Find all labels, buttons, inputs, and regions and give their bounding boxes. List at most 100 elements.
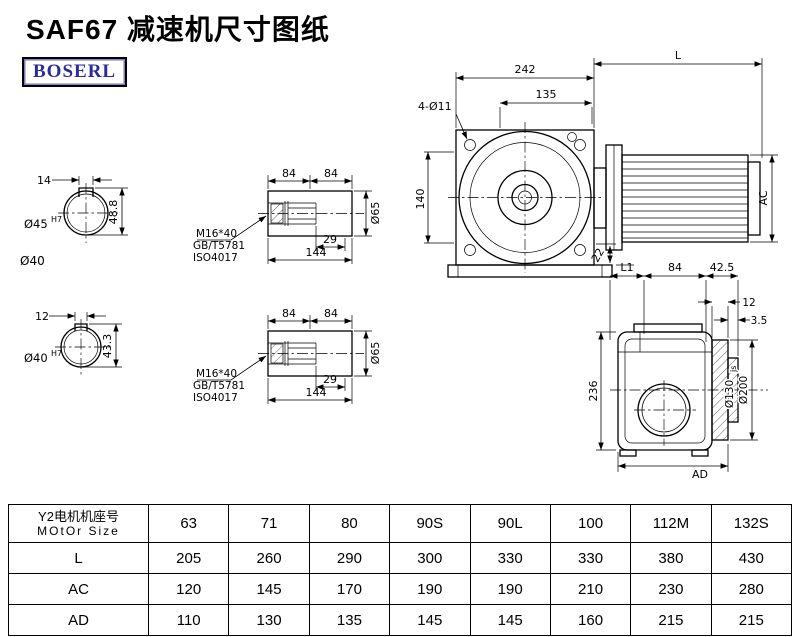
bolt-hole — [574, 244, 586, 256]
table-cell: 380 — [630, 542, 712, 574]
dim-29: 29 — [315, 226, 346, 251]
dim-text: Ø65 — [369, 342, 382, 365]
bolt-spec: M16*40 GB/T5781 ISO4017 — [193, 355, 267, 404]
coupling-housing — [593, 167, 607, 229]
flange-circle — [458, 130, 592, 265]
bolt-hole — [574, 139, 586, 151]
table-cell: 120 — [147, 573, 230, 605]
bolt-hole — [464, 139, 476, 151]
table-cell: 300 — [389, 542, 471, 574]
table-cell: 100 — [549, 504, 632, 543]
table-cell: 71 — [228, 504, 310, 543]
bolt-holes-label: 4-Ø11 — [418, 100, 452, 113]
motor-size-label-cn: Y2电机机座号 — [38, 508, 119, 524]
dim-236: 236 — [587, 331, 616, 451]
label-bolt-holes: 4-Ø11 — [418, 100, 468, 140]
dim-text: 84 — [324, 167, 338, 180]
table-cell: 135 — [308, 604, 391, 636]
table-cell: 290 — [308, 542, 391, 574]
dim-22: 22 — [589, 243, 634, 266]
bore-circle — [63, 190, 109, 236]
dim-text: 84 — [282, 307, 296, 320]
hollow-shaft-detail-upper: 84 84 29 144 Ø65 M16*40 GB/T5781 — [193, 167, 382, 264]
dim-text: AD — [692, 468, 708, 481]
table-cell: 330 — [469, 542, 551, 574]
table-cell: 112M — [630, 504, 712, 543]
output-bore — [637, 383, 691, 437]
table-cell: 260 — [228, 542, 310, 574]
dim-ad: AD — [617, 444, 729, 481]
table-row-ad: AD 110 130 135 145 145 160 215 215 — [8, 604, 793, 636]
dim-key-width: 14 — [37, 174, 112, 187]
table-cell: 63 — [147, 504, 230, 543]
label-bore-dia: Ø40 H7 — [24, 349, 62, 365]
dim-dia-130: Ø130 js — [723, 364, 740, 410]
motor-end-shield — [747, 161, 761, 236]
table-cell: 215 — [630, 604, 712, 636]
dim-text: 140 — [414, 189, 427, 210]
dim-text: 144 — [306, 246, 327, 259]
dim-84-84: 84 84 — [267, 167, 353, 189]
table-cell: 90S — [389, 504, 471, 543]
dim-text: 42.5 — [710, 261, 735, 274]
dim-dia-200: Ø200 — [730, 339, 758, 441]
dim-text: 236 — [587, 381, 600, 402]
table-cell: 280 — [710, 573, 793, 605]
dim-text: 242 — [515, 63, 536, 76]
base-foot — [447, 264, 613, 278]
motor-fins — [622, 161, 748, 239]
dim-242: 242 — [455, 58, 595, 128]
page-title: SAF67 减速机尺寸图纸 — [26, 14, 330, 45]
bolt-head — [270, 203, 284, 224]
foot — [691, 449, 709, 457]
table-cell: 190 — [469, 573, 551, 605]
table-cell: 205 — [147, 542, 230, 574]
top-flange — [633, 323, 703, 333]
dim-text: 135 — [536, 88, 557, 101]
table-cell: 160 — [549, 604, 632, 636]
motor-size-header: Y2电机机座号 MOtOr Size — [8, 504, 149, 543]
table-header-row: Y2电机机座号 MOtOr Size 63 71 80 90S 90L 100 … — [8, 504, 793, 543]
table-cell: 110 — [147, 604, 230, 636]
dim-key-depth: 43.3 — [83, 323, 122, 368]
dim-text: 84 — [324, 307, 338, 320]
keyway — [78, 187, 94, 197]
dim-text: 29 — [323, 373, 337, 386]
table-cell: 145 — [469, 604, 551, 636]
bore-circle — [60, 326, 102, 368]
dim-144: 144 — [267, 378, 353, 404]
motor-size-table: Y2电机机座号 MOtOr Size 63 71 80 90S 90L 100 … — [8, 504, 793, 636]
dim-29: 29 — [315, 366, 346, 391]
dim-text: 22 — [589, 246, 607, 265]
dim-135: 135 — [499, 88, 593, 128]
dim-140: 140 — [414, 151, 454, 244]
table-cell: 170 — [308, 573, 391, 605]
drawing-canvas: 242 L 135 4-Ø11 140 — [20, 49, 778, 481]
dim-text: 144 — [306, 386, 327, 399]
table-cell: 132S — [710, 504, 793, 543]
table-cell: 215 — [710, 604, 793, 636]
dim-dia-65: Ø65 — [354, 190, 382, 237]
bolt-spec-line2: GB/T5781 — [193, 380, 245, 392]
dia-tolerance: H7 — [51, 349, 62, 358]
dim-text: AC — [757, 190, 770, 205]
dim-3-5: 3.5 — [714, 315, 767, 327]
dim-text: L1 — [620, 261, 633, 274]
table-cell: 130 — [228, 604, 310, 636]
table-cell: 330 — [549, 542, 632, 574]
row-label: AD — [8, 604, 149, 636]
dim-dia-65: Ø65 — [354, 330, 382, 377]
label-bore-dia: Ø45 H7 — [24, 215, 62, 231]
dim-key-depth: 48.8 — [88, 187, 128, 236]
hollow-shaft-detail-lower: 84 84 29 144 Ø65 M16*40 GB/T5781 — [193, 307, 382, 404]
dim-ac: AC — [750, 154, 778, 243]
dim-text: Ø130 — [724, 380, 736, 408]
dia-tolerance: H7 — [51, 215, 62, 224]
bolt-spec: M16*40 GB/T5781 ISO4017 — [193, 215, 267, 264]
bolt-spec-line2: GB/T5781 — [193, 240, 245, 252]
shaft-bore-section-bottom: 12 Ø40 H7 43.3 — [24, 310, 122, 375]
dim-text: Ø65 — [369, 202, 382, 225]
dia-label: Ø40 — [24, 351, 48, 365]
table-cell: 210 — [549, 573, 632, 605]
